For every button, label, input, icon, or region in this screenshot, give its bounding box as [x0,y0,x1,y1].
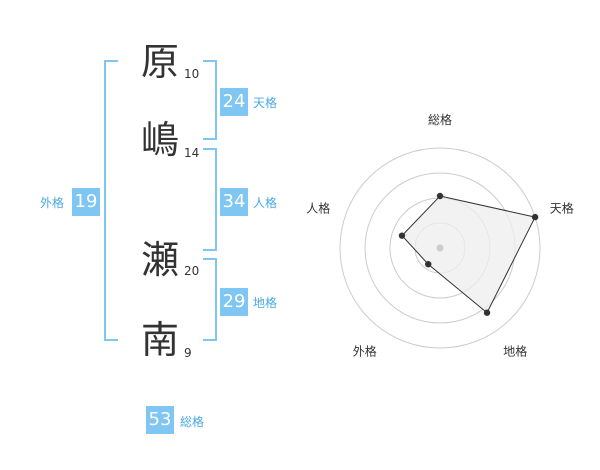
gaikaku-label: 外格 [40,196,65,210]
radar-point-4 [425,260,432,268]
radar-points [398,192,539,316]
tenkaku-value: 24 [220,88,248,116]
radar-point-3 [483,309,491,316]
jinkaku-bracket [203,148,217,251]
jinkaku-label: 人格 [253,196,278,210]
jinkaku-value: 34 [220,188,248,216]
chikaku-value: 29 [220,288,248,316]
tenkaku-bracket [203,60,217,140]
soukaku-label: 総格 [180,415,205,429]
radar-area [401,195,536,314]
stroke-count-4: 9 [184,346,192,360]
name-char-3: 瀬 [140,238,179,282]
tenkaku-label: 天格 [253,96,278,110]
radar-axis-label-5: 人格 [306,200,330,215]
stroke-count-2: 14 [184,146,200,160]
name-char-4: 南 [140,318,179,362]
radar-point-1 [436,192,444,200]
name-char-2: 嶋 [140,118,179,162]
radar-axis-label-2: 天格 [550,200,574,215]
radar-axis-label-1: 総格 [428,112,452,127]
gaikaku-bracket [104,60,118,341]
radar-axis-label-3: 地格 [503,344,527,359]
radar-ring [339,147,541,349]
radar-axis-label-4: 外格 [353,344,377,359]
radar-point-2 [531,213,539,221]
gaikaku-value: 19 [72,188,100,216]
stroke-count-3: 20 [184,264,200,278]
radar-point-5 [398,232,406,239]
radar-center-dot [436,244,444,252]
stroke-count-1: 10 [184,67,200,81]
chikaku-bracket [203,258,217,341]
chikaku-label: 地格 [253,296,278,310]
soukaku-value: 53 [146,406,174,434]
name-char-1: 原 [140,40,179,84]
